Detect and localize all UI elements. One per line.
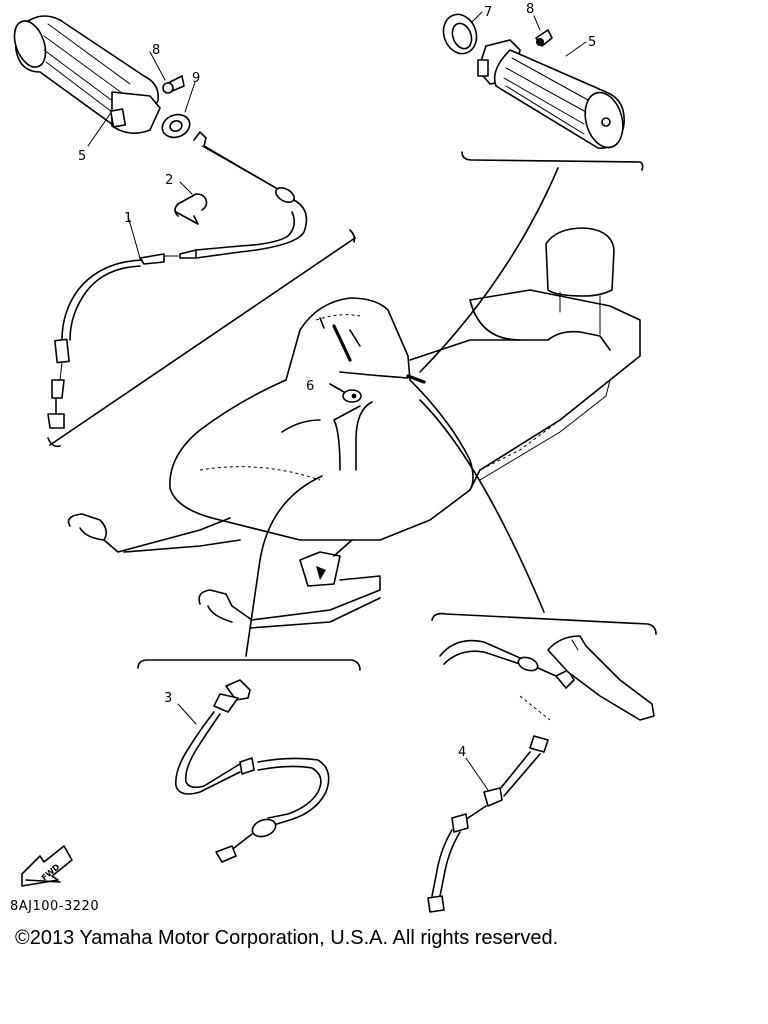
brake-cable xyxy=(427,735,549,913)
callout-switch: 6 xyxy=(306,379,314,394)
left-grip xyxy=(13,15,161,134)
brake-cable-inset: 4 xyxy=(427,612,657,913)
diagram-code: 8AJ100-3220 xyxy=(10,899,100,914)
leader-brake-cable xyxy=(419,399,545,613)
left-grip-washer xyxy=(161,113,191,139)
right-grip-screw xyxy=(535,29,553,47)
throttle-cable xyxy=(47,131,308,429)
inset-frame-right xyxy=(461,151,644,171)
callout-choke-cable: 3 xyxy=(164,691,172,706)
snowmobile-body xyxy=(67,227,641,629)
copyright-notice: ©2013 Yamaha Motor Corporation, U.S.A. A… xyxy=(15,927,559,949)
callout-grip-left: 5 xyxy=(78,149,86,164)
leader-right-grip xyxy=(419,167,559,373)
callout-grip-left-washer: 9 xyxy=(192,71,200,86)
callout-grip-left-screw: 8 xyxy=(152,43,160,58)
right-grip xyxy=(477,39,625,149)
right-grip-cap xyxy=(442,13,478,55)
callout-grip-right-screw: 8 xyxy=(526,2,534,17)
callout-clip: 2 xyxy=(165,173,173,188)
choke-cable xyxy=(174,679,330,863)
leader-choke-cable xyxy=(245,475,323,657)
brake-lever xyxy=(439,635,655,721)
callout-grip-right-cap: 7 xyxy=(484,5,492,20)
left-grip-inset: 8 9 5 2 1 xyxy=(13,15,356,448)
front-arrow-icon: FWD xyxy=(21,845,73,887)
callout-grip-right: 5 xyxy=(588,35,596,50)
inset-frame-left-top xyxy=(49,237,356,446)
left-grip-screw xyxy=(162,75,185,94)
callout-brake-cable: 4 xyxy=(458,745,466,760)
choke-cable-inset: 3 xyxy=(137,659,361,863)
right-grip-inset: 7 8 5 xyxy=(442,2,644,171)
cable-clip xyxy=(174,193,208,225)
callout-throttle-cable: 1 xyxy=(124,211,132,226)
